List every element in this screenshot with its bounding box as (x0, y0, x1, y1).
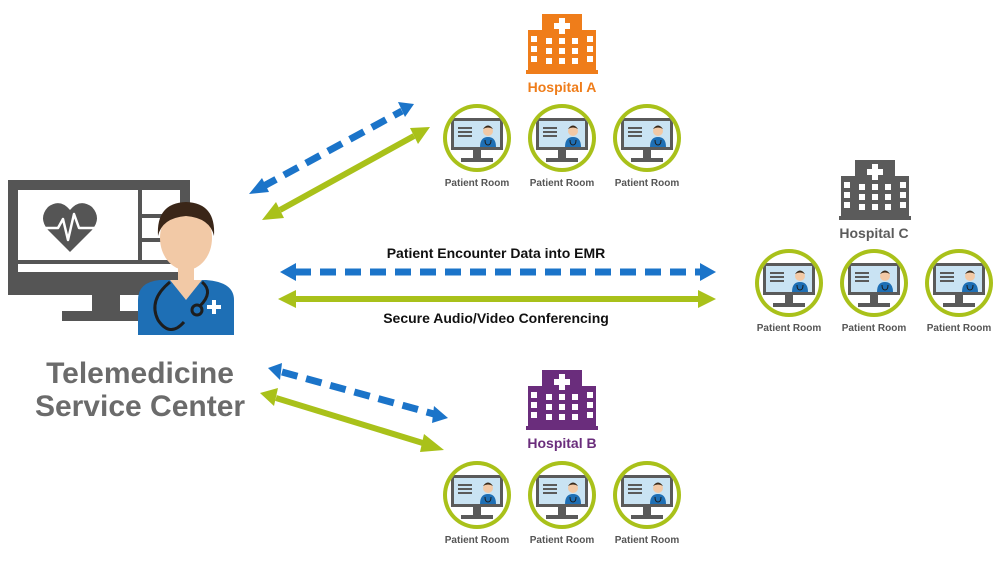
hospital-building-icon (839, 160, 911, 220)
arrowhead (700, 263, 716, 281)
heart-icon (43, 203, 97, 252)
service-center-title-line1: Telemedicine (46, 357, 234, 390)
link-hospital-b (260, 363, 448, 452)
patient-room-icon (528, 461, 596, 529)
room-label: Patient Room (615, 178, 680, 189)
room-label: Patient Room (757, 323, 822, 334)
arrowhead (262, 202, 284, 220)
patient-room-icon (755, 249, 823, 317)
hospital-a: Hospital A Patient Room Patient Room Pat… (443, 14, 681, 189)
room-label: Patient Room (842, 323, 907, 334)
hospital-building-icon (526, 370, 598, 430)
arrowhead (278, 290, 296, 308)
hospital-building-icon (526, 14, 598, 74)
hospital-a-name: Hospital A (528, 79, 597, 95)
patient-room-icon (613, 461, 681, 529)
arrowhead (260, 388, 278, 406)
room-label: Patient Room (445, 178, 510, 189)
arrowhead (410, 127, 430, 144)
doctor-icon (138, 202, 234, 335)
room-label: Patient Room (445, 535, 510, 546)
hospital-b-name: Hospital B (527, 435, 596, 451)
room-label: Patient Room (615, 535, 680, 546)
service-center-title-line2: Service Center (35, 390, 245, 423)
data-link-a (260, 107, 404, 191)
av-link-b (275, 395, 427, 447)
hospital-c-name: Hospital C (839, 225, 908, 241)
patient-room-icon (840, 249, 908, 317)
arrowhead (249, 178, 269, 194)
patient-room-icon (925, 249, 993, 317)
stethoscope-icon (153, 280, 209, 331)
data-link-label: Patient Encounter Data into EMR (387, 245, 606, 261)
data-link-b (281, 368, 435, 418)
arrowhead (432, 406, 448, 423)
arrowhead (398, 102, 414, 117)
hospital-c: Hospital C Patient Room Patient Room Pat… (755, 160, 993, 334)
link-hospital-a (249, 102, 430, 220)
patient-room-icon (443, 461, 511, 529)
arrowhead (268, 363, 282, 380)
hospital-b: Hospital B Patient Room Patient Room Pat… (443, 370, 681, 546)
link-hospital-c: Patient Encounter Data into EMR Secure A… (278, 245, 716, 326)
arrowhead (420, 434, 444, 452)
room-label: Patient Room (530, 178, 595, 189)
patient-room-icon (613, 104, 681, 172)
av-link-a (278, 133, 416, 213)
room-label: Patient Room (530, 535, 595, 546)
arrowhead (698, 290, 716, 308)
room-label: Patient Room (927, 323, 992, 334)
service-center: Telemedicine Service Center (8, 180, 245, 423)
patient-room-icon (443, 104, 511, 172)
av-link-label: Secure Audio/Video Conferencing (383, 310, 609, 326)
arrowhead (280, 263, 296, 281)
patient-room-icon (528, 104, 596, 172)
